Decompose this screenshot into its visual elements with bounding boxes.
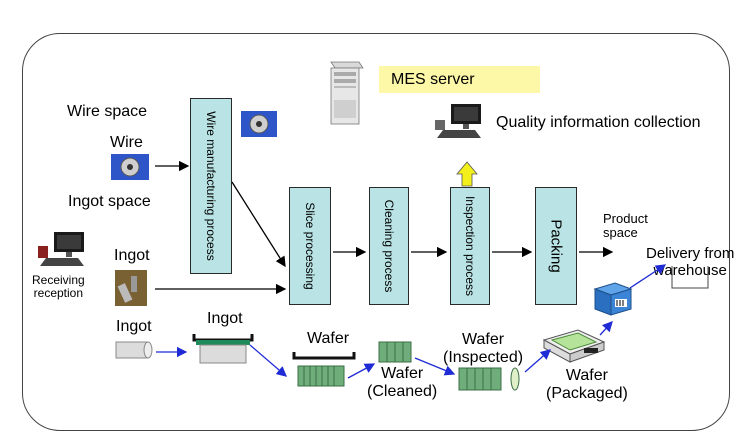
wafer-stack-icon <box>378 341 412 363</box>
computer-terminal-icon <box>38 232 84 266</box>
wire-spool-icon <box>111 154 149 180</box>
ingot-icon <box>115 270 147 306</box>
flow-box-to-delivery <box>629 264 667 289</box>
ingot-label: Ingot <box>114 247 150 264</box>
ingot-space-label: Ingot space <box>68 193 151 210</box>
inspection-process-box: Inspection process <box>450 187 490 305</box>
flow-cleaned-to-inspected <box>414 357 456 376</box>
package-box-icon <box>593 282 633 316</box>
ingot-icon <box>115 341 153 359</box>
factory-boundary <box>22 33 730 431</box>
product-space-label: Product space <box>603 211 648 241</box>
flow-slicing-to-wafer <box>249 344 287 377</box>
flow-inspected-to-packaged <box>524 349 551 373</box>
wafer-label: Wafer <box>307 330 350 347</box>
wire-spool-icon <box>241 111 277 137</box>
package-tray-icon <box>542 329 606 363</box>
ingot-bottom-label: Ingot <box>116 318 152 335</box>
data-upload-arrow <box>456 161 478 187</box>
server-icon <box>330 61 364 125</box>
arrow-manufacturing-to-slice <box>231 181 286 268</box>
quality-info-label: Quality information collection <box>496 114 701 131</box>
receiving-reception-label: Receiving reception <box>32 273 85 301</box>
wire-label: Wire <box>110 134 143 151</box>
mes-server-label-box: MES server <box>379 66 540 93</box>
wafer-inspected-label: Wafer (Inspected) <box>443 331 524 366</box>
wire-space-label: Wire space <box>67 103 148 120</box>
packing-box: Packing <box>535 187 577 305</box>
ingot-slicing-icon <box>192 334 254 364</box>
wafer-packaged-label: Wafer (Packaged) <box>546 367 628 402</box>
wafer-cleaned-label: Wafer (Cleaned) <box>367 365 438 400</box>
computer-terminal-icon <box>435 104 481 138</box>
cleaning-process-box: Cleaning process <box>369 187 409 305</box>
mes-server-label: MES server <box>391 71 475 88</box>
flow-wafer-to-cleaned <box>347 363 376 379</box>
delivery-bracket <box>671 266 709 289</box>
ingot-mid-label: Ingot <box>207 310 243 327</box>
wafer-stack-icon <box>292 352 356 387</box>
wafer-stack-icon <box>458 367 520 391</box>
wire-manufacturing-process-box: Wire manufacturing process <box>190 98 232 274</box>
slice-processing-box: Slice processing <box>289 187 331 305</box>
flow-packaged-to-box <box>599 321 613 336</box>
